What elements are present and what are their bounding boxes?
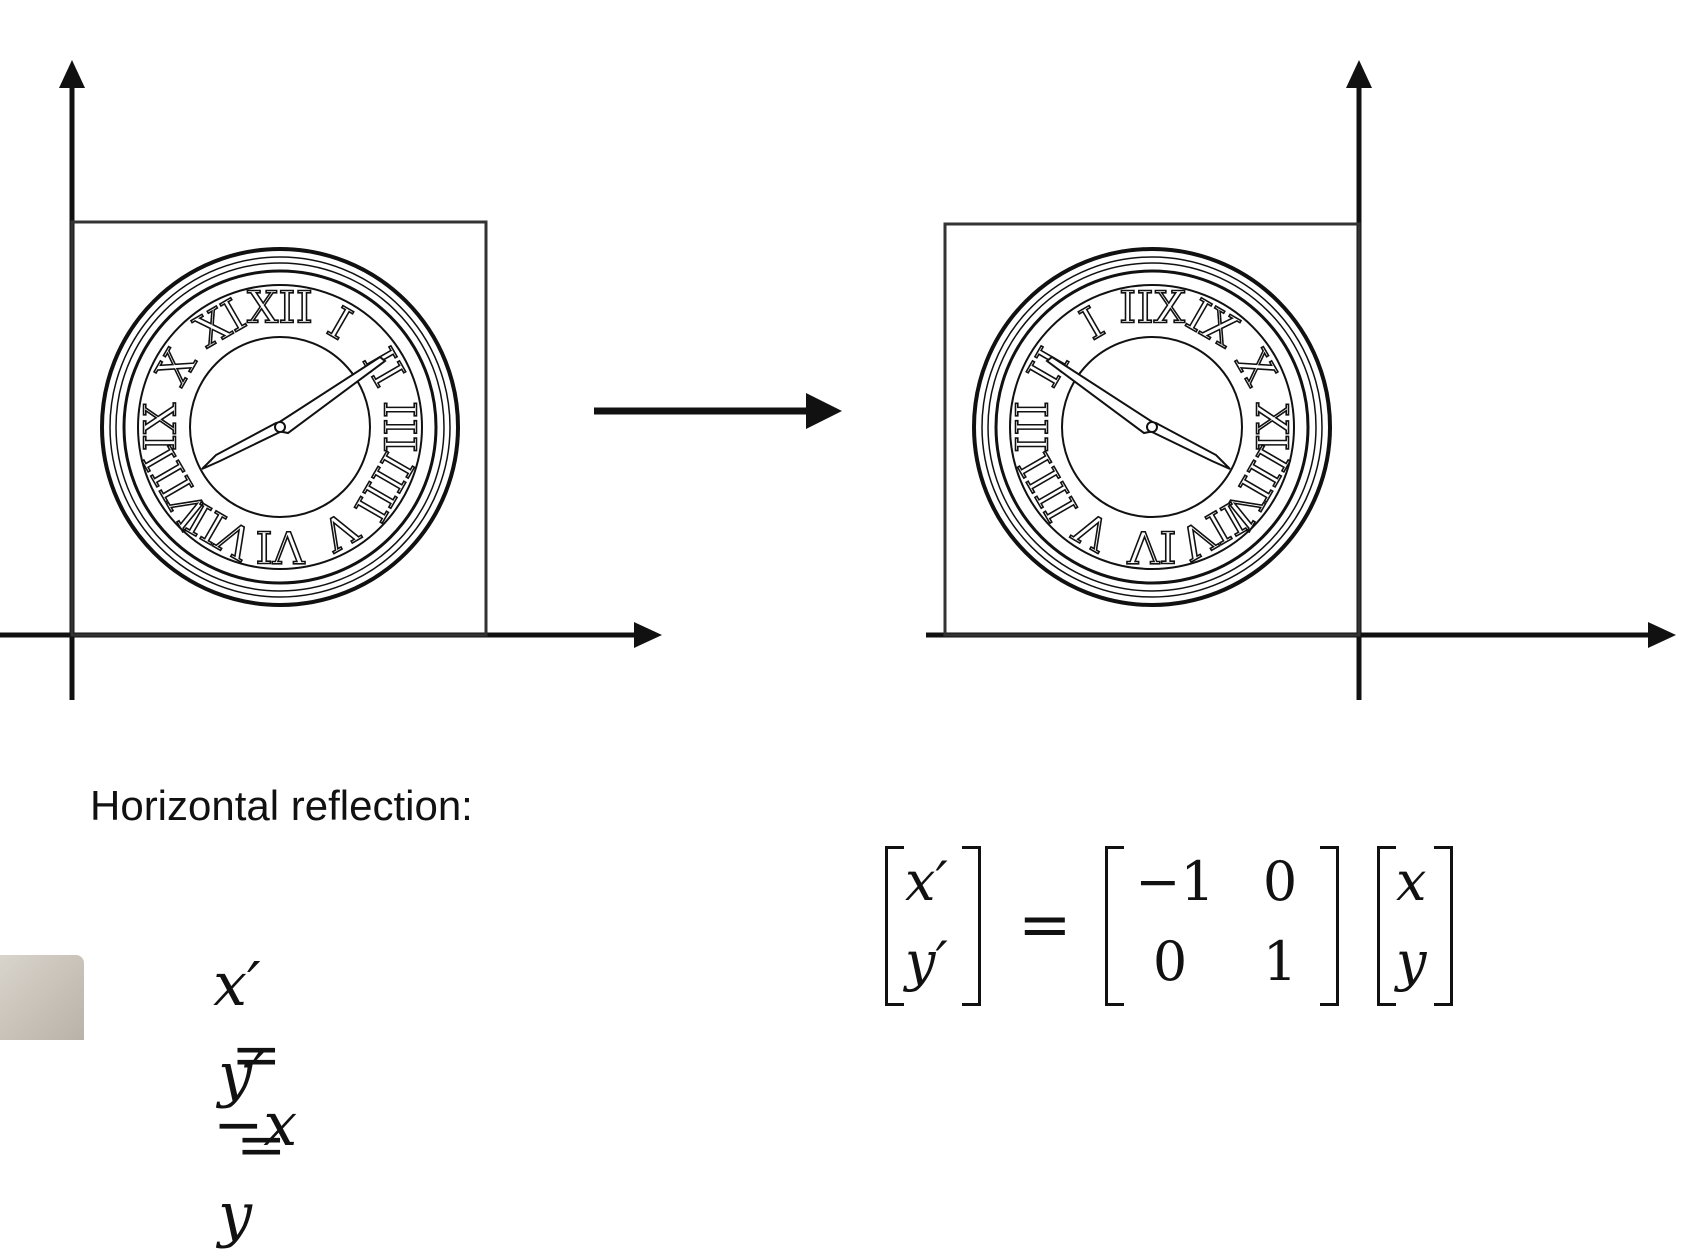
right-image-frame [943, 222, 1361, 637]
clock-hour-hand [1148, 421, 1231, 470]
clock-bezel [994, 269, 1310, 585]
numeral-ring-inner [1061, 336, 1243, 518]
clock-center-pin [1146, 421, 1158, 433]
clock-numeral: XII [1119, 283, 1185, 334]
left-axes [0, 60, 662, 700]
matrix-cell-r1c2: 0 [1262, 850, 1298, 913]
clock-numeral: I [1072, 297, 1113, 350]
clock-numeral: XII [247, 283, 313, 334]
clock-numeral: VI [255, 521, 305, 572]
transform-arrow [594, 393, 842, 429]
matrix-left-bracket [1105, 846, 1124, 1006]
clock-rim-line [115, 262, 445, 592]
clock-numeral: XI [1178, 290, 1246, 359]
clock-outer-rim [100, 247, 460, 607]
clock-center-pin [274, 421, 286, 433]
presenter-thumbnail [0, 955, 84, 1040]
matrix-equals-sign: = [1018, 888, 1072, 962]
clock-rim-line [109, 256, 451, 598]
rhs-left-bracket [1377, 846, 1396, 1006]
caption-horizontal-reflection: Horizontal reflection: [90, 782, 473, 829]
clock-bezel [122, 269, 438, 585]
left-x-arrowhead [634, 622, 662, 648]
clock-numeral: IIII [1009, 444, 1088, 530]
eq2-lhs: y′ [218, 1040, 266, 1110]
lhs-right-bracket [962, 846, 981, 1006]
numeral-ring-outer [137, 284, 423, 570]
right-y-arrowhead [1346, 60, 1372, 88]
matrix-cell-r2c1: 0 [1152, 930, 1188, 993]
eq1-lhs: x′ [213, 950, 261, 1020]
clock-rim-line [981, 256, 1323, 598]
matrix-cell-r1c1: −1 [1135, 850, 1215, 913]
rhs-y: y [1396, 930, 1427, 993]
lhs-left-bracket [885, 846, 904, 1006]
numeral-ring-inner [189, 336, 371, 518]
clock-numeral: I [319, 297, 360, 350]
eq2-equals: = [236, 1110, 287, 1180]
clock-numeral: X [1225, 341, 1285, 394]
numeral-ring-outer [1009, 284, 1295, 570]
clock-outer-rim [972, 247, 1332, 607]
rhs-right-bracket [1434, 846, 1453, 1006]
clock-hour-hand [201, 421, 284, 470]
clock-numeral: III [374, 401, 425, 453]
left-image-frame [70, 220, 488, 637]
clock-numeral: III [1008, 401, 1059, 453]
clock-numeral: X [147, 341, 207, 394]
left-y-arrowhead [59, 60, 85, 88]
clock-numeral: IX [136, 402, 187, 451]
rhs-x: x [1396, 850, 1427, 913]
clock-rim-line [987, 262, 1317, 592]
clock-numeral: VI [1126, 521, 1176, 572]
clock-numeral: IIII [344, 444, 423, 530]
matrix-right-bracket [1320, 846, 1339, 1006]
clock-numeral: IX [1246, 402, 1297, 451]
clock-numeral: XI [187, 290, 255, 359]
matrix-cell-r2c2: 1 [1262, 930, 1298, 993]
eq2-rhs: y [218, 1180, 253, 1250]
right-x-arrowhead [1648, 622, 1676, 648]
lhs-y-prime: y′ [905, 930, 948, 993]
equation-y: y′ = y [180, 970, 304, 1250]
lhs-x-prime: x′ [905, 850, 948, 913]
